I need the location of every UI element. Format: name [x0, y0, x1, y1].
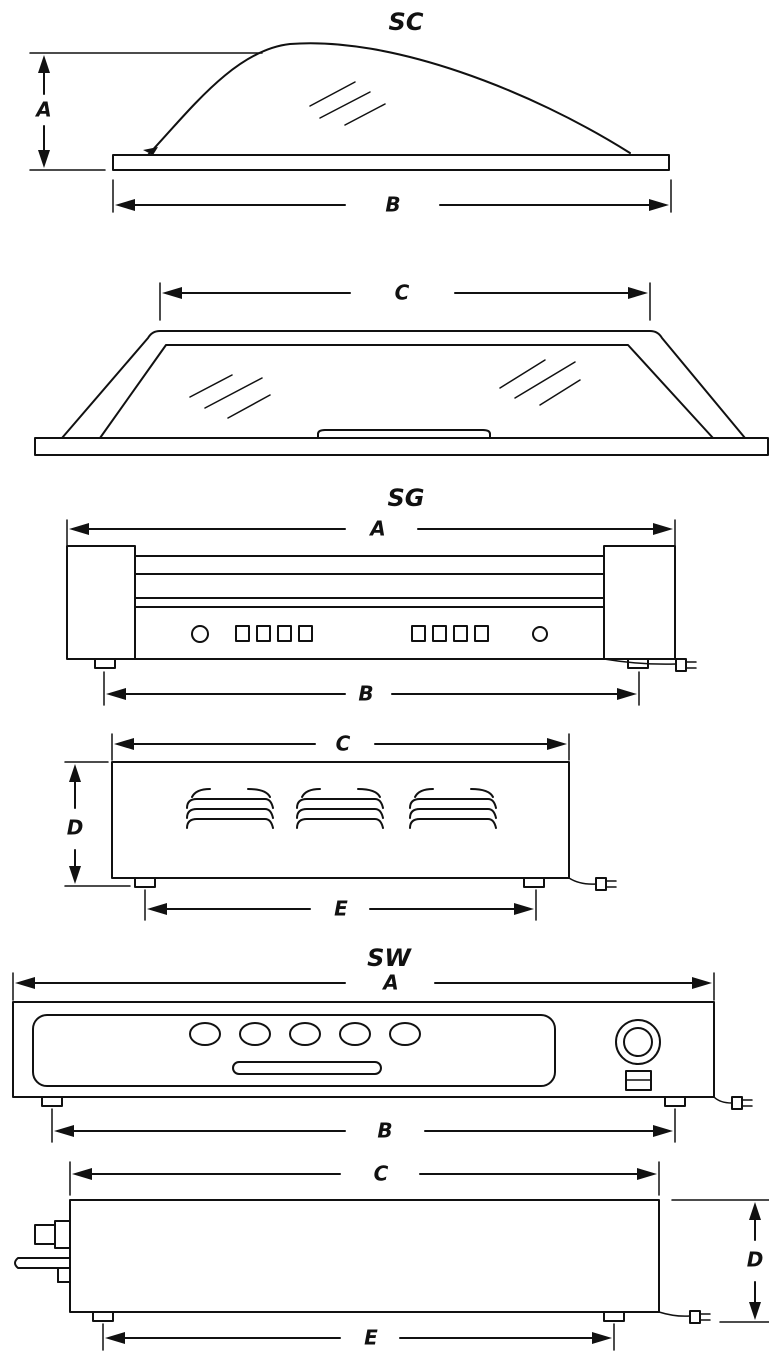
sg-side-view: C	[64, 732, 617, 921]
sc-title: SC	[389, 8, 424, 36]
sw-title: SW	[367, 944, 412, 972]
sw-dim-b-label: B	[377, 1119, 392, 1143]
sg-dim-b-label: B	[358, 682, 373, 706]
sg-dim-e-label: E	[334, 897, 348, 921]
sc-side-view: A B	[29, 42, 672, 217]
sc-dim-a-label: A	[34, 98, 51, 122]
sg-title: SG	[388, 484, 425, 512]
sw-dim-a-label: A	[381, 971, 398, 995]
sc-dim-c-label: C	[395, 281, 410, 305]
sw-dim-e-label: E	[364, 1326, 378, 1350]
sw-dim-c-label: C	[374, 1162, 389, 1186]
sc-front-view: C	[34, 281, 769, 456]
sc-section: SC A B	[29, 8, 769, 456]
sg-dim-d-label: D	[67, 816, 84, 840]
sw-section: SW A	[12, 944, 769, 1351]
sw-side-view: C D	[14, 1161, 769, 1351]
sg-front-view: A	[66, 517, 697, 706]
sw-dim-d-label: D	[747, 1248, 764, 1272]
sg-dim-a-label: A	[368, 517, 385, 541]
sg-dim-c-label: C	[336, 732, 351, 756]
sg-section: SG A	[64, 484, 697, 921]
sw-front-view: A	[12, 971, 753, 1143]
sc-dim-b-label: B	[385, 193, 400, 217]
